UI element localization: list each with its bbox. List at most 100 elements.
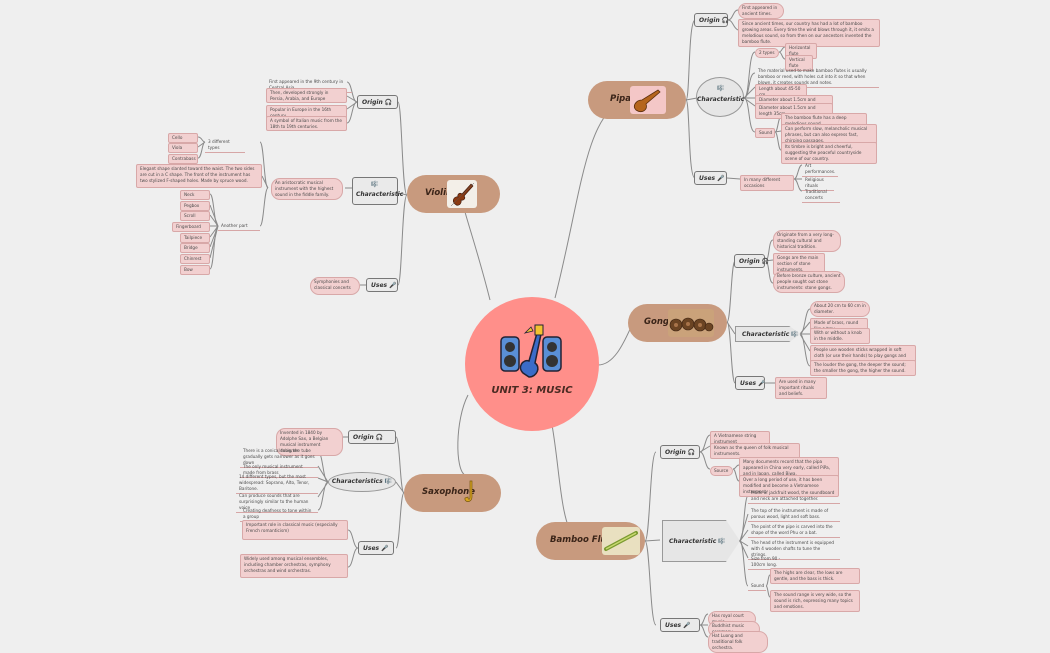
pipa-label: Pipa bbox=[610, 94, 631, 104]
violin-type: Cello bbox=[168, 133, 198, 143]
gongs-uses-item: Are used in many important rituals and b… bbox=[775, 377, 827, 399]
microphone-icon: 🎤 bbox=[381, 545, 389, 552]
pipa-uses-item: Art performances. bbox=[802, 162, 838, 177]
saxophone-uses-item: Widely used among musical ensembles, inc… bbox=[240, 554, 348, 578]
pipa-origin[interactable]: Origin🎧 bbox=[694, 13, 730, 27]
violin-part: Bow bbox=[180, 265, 210, 275]
violin-uses-item: Symphonies and classical concerts bbox=[310, 277, 360, 295]
gongs-characteristic[interactable]: Characteristic🎼 bbox=[735, 326, 801, 342]
gongs-uses[interactable]: Uses🎤 bbox=[735, 376, 766, 390]
bamboo-sound-group: Sound bbox=[748, 582, 766, 591]
bamboo-characteristic[interactable]: Characteristic🎼 bbox=[662, 520, 740, 562]
violin-image bbox=[447, 180, 477, 208]
bamboo-source-item: Over a long period of use, it has been m… bbox=[739, 475, 839, 497]
saxophone-image bbox=[460, 479, 482, 507]
gongs-origin-item: Before bronze culture, ancient people so… bbox=[773, 271, 845, 293]
saxophone-uses-item: Important role in classical music (espec… bbox=[242, 520, 348, 540]
violin-node[interactable]: Violin bbox=[407, 175, 500, 213]
gongs-char-item: The louder the gong, the deeper the soun… bbox=[810, 360, 916, 376]
pipa-types-group: 2 types bbox=[755, 48, 779, 58]
gongs-origin[interactable]: Origin🎧 bbox=[734, 254, 769, 268]
bamboo-char-item: The point of the pipe is carved into the… bbox=[748, 523, 840, 538]
music-notes-icon: 🎼 bbox=[717, 85, 725, 92]
bamboo-source-group: Source bbox=[710, 466, 733, 476]
violin-part: Tailpiece bbox=[180, 233, 210, 243]
bamboo-origin[interactable]: Origin🎧 bbox=[660, 445, 700, 459]
violin-part: Neck bbox=[180, 190, 210, 200]
pipa-node[interactable]: Pipa bbox=[588, 81, 686, 119]
violin-origin-item: Then, developed strongly in Persia, Arab… bbox=[266, 88, 347, 103]
bamboo-uses[interactable]: Uses🎤 bbox=[660, 618, 700, 632]
pipa-uses[interactable]: Uses🎤 bbox=[694, 171, 727, 185]
saxophone-characteristics[interactable]: Characteristics🎼 bbox=[328, 472, 396, 492]
gongs-label: Gongs bbox=[644, 317, 675, 327]
violin-part: Fingerboard bbox=[172, 222, 210, 232]
violin-type: Viola bbox=[168, 143, 198, 153]
bamboo-flute-image bbox=[602, 527, 640, 555]
violin-parts-group: Another part bbox=[218, 222, 260, 231]
bamboo-flute-node[interactable]: Bamboo Flute bbox=[536, 522, 645, 560]
pipa-uses-group: In many different occasions bbox=[740, 175, 794, 191]
violin-label: Violin bbox=[425, 188, 453, 198]
headphones-icon: 🎧 bbox=[384, 99, 393, 106]
music-notes-icon: 🎼 bbox=[718, 537, 726, 545]
music-notes-icon: 🎼 bbox=[791, 330, 799, 338]
gongs-image bbox=[668, 309, 714, 337]
saxophone-origin-item: Invented in 1840 by Adolphe Sax, a Belgi… bbox=[276, 428, 343, 456]
saxophone-origin[interactable]: Origin🎧 bbox=[348, 430, 396, 444]
headphones-icon: 🎧 bbox=[761, 258, 770, 265]
microphone-icon: 🎤 bbox=[758, 380, 766, 387]
violin-char-summary: An aristocratic musical instrument with … bbox=[271, 178, 343, 200]
music-notes-icon: 🎼 bbox=[384, 478, 393, 485]
music-instruments-icon bbox=[500, 324, 562, 378]
headphones-icon: 🎧 bbox=[687, 449, 696, 456]
pipa-uses-item: Traditional concerts bbox=[802, 188, 840, 203]
violin-part: Chinrest bbox=[180, 254, 210, 264]
headphones-icon: 🎧 bbox=[375, 434, 384, 441]
central-topic-title: UNIT 3: MUSIC bbox=[491, 385, 573, 396]
violin-part: Pegbox bbox=[180, 201, 210, 211]
central-topic[interactable]: UNIT 3: MUSIC bbox=[465, 297, 599, 431]
violin-origin[interactable]: Origin🎧 bbox=[357, 95, 398, 109]
saxophone-char-item: There is a conical tube, the tube gradua… bbox=[240, 447, 318, 468]
gongs-char-item: With or without a knob in the middle. bbox=[810, 328, 870, 344]
bamboo-char-item: The top of the instrument is made of por… bbox=[748, 507, 840, 522]
saxophone-node[interactable]: Saxophone bbox=[404, 474, 501, 512]
microphone-icon: 🎤 bbox=[717, 175, 725, 182]
saxophone-char-item: 14 different types, but the most widespr… bbox=[236, 473, 318, 494]
bamboo-char-item: Made of jackfruit wood, the soundboard a… bbox=[748, 489, 840, 504]
violin-part: Scroll bbox=[180, 211, 210, 221]
bamboo-char-item: The head of the instrument is equipped w… bbox=[748, 539, 840, 560]
gongs-char-item: About 20 cm to 60 cm in diameter. bbox=[810, 301, 870, 317]
violin-characteristic[interactable]: 🎼Characteristic bbox=[352, 177, 403, 205]
pipa-sound-group: Sound bbox=[755, 128, 775, 138]
pipa-characteristic[interactable]: 🎼Characteristic bbox=[696, 77, 744, 117]
violin-type: Contrabass bbox=[168, 154, 198, 164]
pipa-type: Vertical flute bbox=[785, 55, 813, 71]
headphones-icon: 🎧 bbox=[721, 17, 730, 24]
music-notes-icon: 🎼 bbox=[371, 181, 379, 188]
pipa-origin-item: First appeared in ancient times. bbox=[738, 3, 784, 19]
pipa-image bbox=[630, 86, 666, 114]
pipa-origin-item: Since ancient times, our country has had… bbox=[738, 19, 880, 47]
microphone-icon: 🎤 bbox=[389, 282, 397, 289]
pipa-sound-item: Its timbre is bright and cheerful, sugge… bbox=[781, 142, 877, 164]
bamboo-sound-item: The highs are clear, the lows are gentle… bbox=[770, 568, 860, 584]
violin-part: Bridge bbox=[180, 243, 210, 253]
saxophone-char-item: Can produce sounds that are surprisingly… bbox=[236, 492, 318, 513]
saxophone-char-item: The only musical instrument made from br… bbox=[240, 463, 318, 478]
violin-origin-item: A symbol of Italian music from the 18th … bbox=[266, 116, 347, 131]
bamboo-sound-item: The sound range is very wide, so the sou… bbox=[770, 590, 860, 612]
saxophone-label: Saxophone bbox=[422, 487, 475, 497]
pipa-uses-item: Religious rituals bbox=[802, 176, 834, 191]
saxophone-uses[interactable]: Uses🎤 bbox=[358, 541, 394, 555]
gongs-origin-item: Originate from a very long-standing cult… bbox=[773, 230, 841, 252]
microphone-icon: 🎤 bbox=[683, 622, 691, 629]
violin-uses[interactable]: Uses🎤 bbox=[366, 278, 398, 292]
violin-types-group: 3 different types bbox=[205, 138, 245, 153]
gongs-node[interactable]: Gongs bbox=[628, 304, 727, 342]
violin-char-shape: Elegant shape slanted toward the waist. … bbox=[136, 164, 262, 188]
pipa-char-item: The material used to make bamboo flutes … bbox=[755, 67, 879, 88]
bamboo-flute-label: Bamboo Flute bbox=[550, 535, 617, 545]
